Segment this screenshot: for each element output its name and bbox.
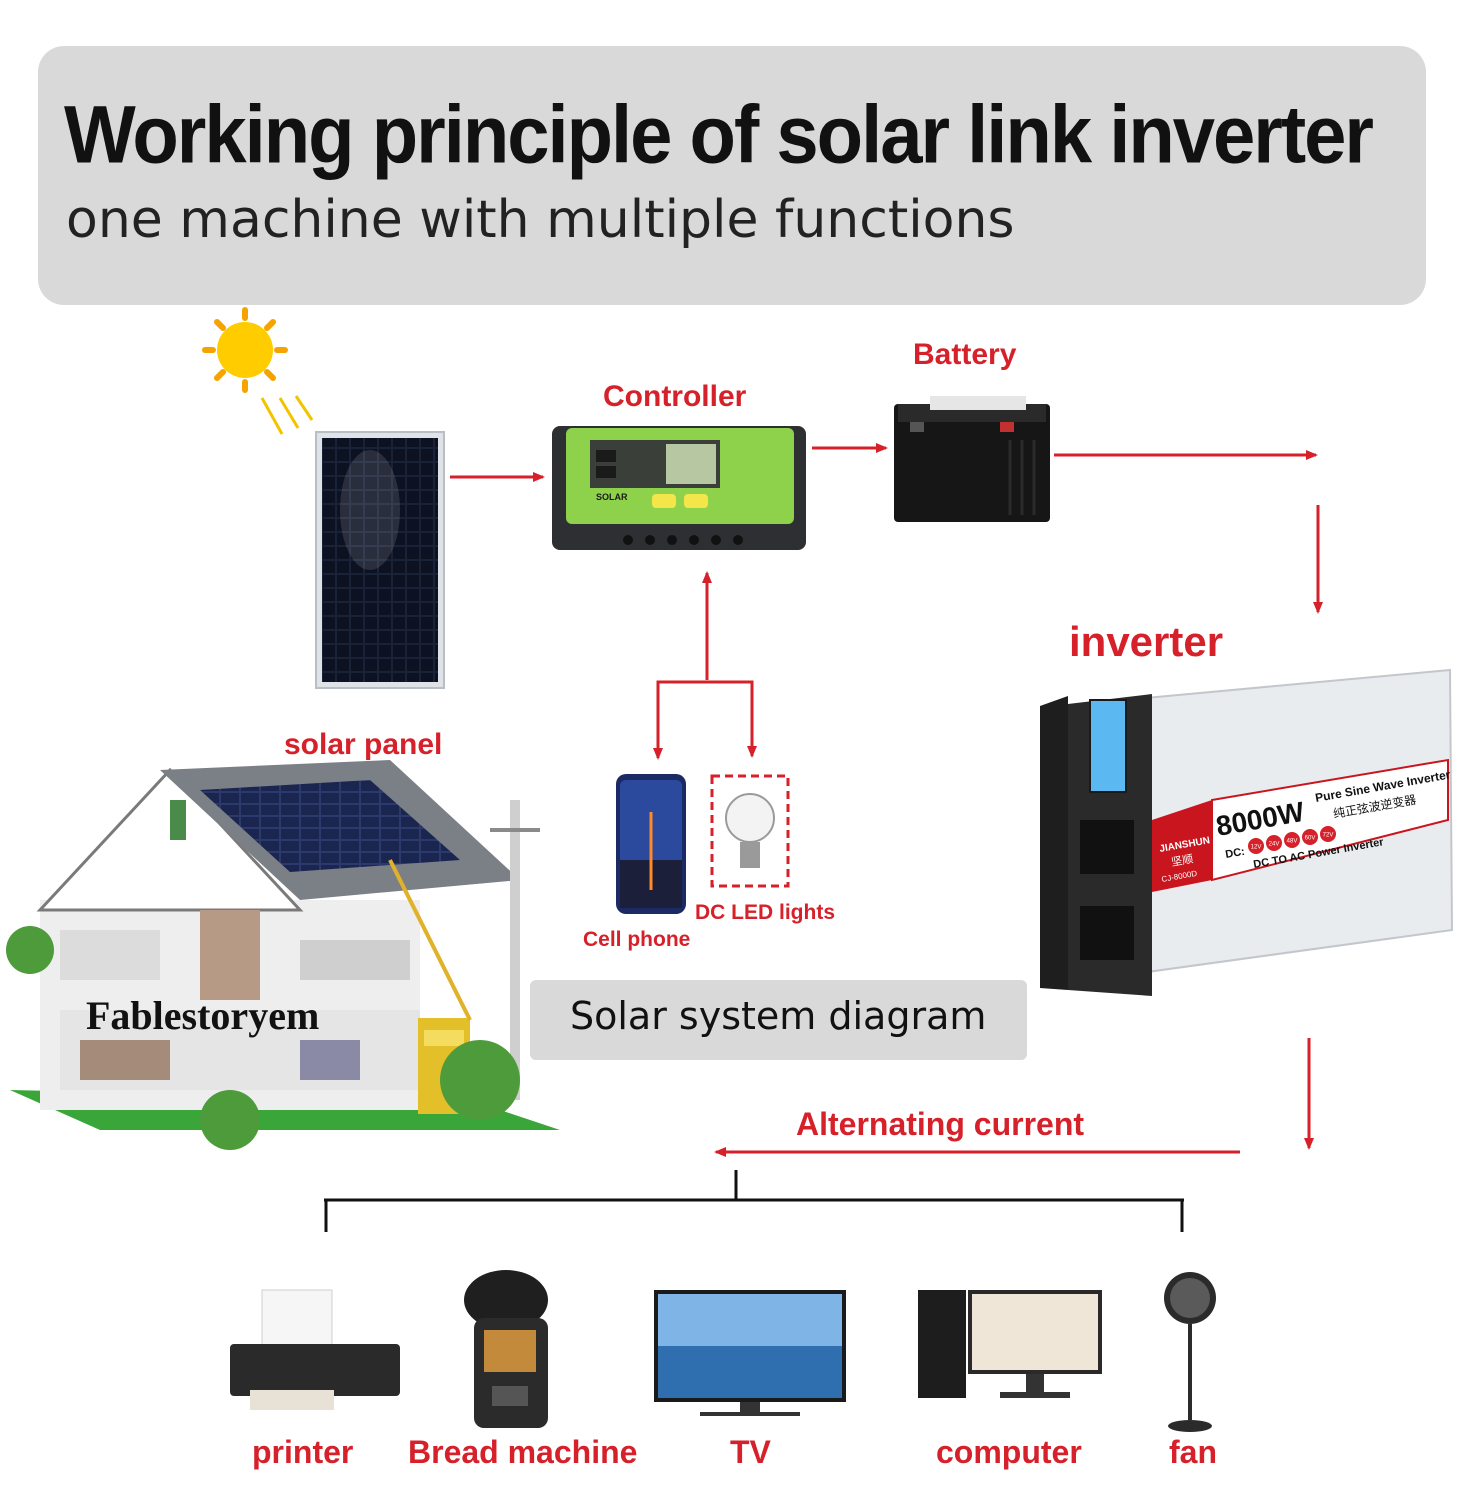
house-image xyxy=(10,760,560,1130)
solar-panel-image xyxy=(315,431,445,689)
voltage-badge-text: 72V xyxy=(1323,833,1334,839)
voltage-badge-text: 60V xyxy=(1305,836,1316,842)
voltage-badge xyxy=(1320,826,1336,842)
dc-led-bulb-image xyxy=(710,774,790,888)
controller-image: SOLAR xyxy=(552,426,806,550)
controller-label: Controller xyxy=(603,380,747,413)
printer-image xyxy=(230,1289,400,1410)
dc-led-lights-label: DC LED lights xyxy=(695,901,835,924)
diagram-caption: Solar system diagram xyxy=(570,994,987,1038)
voltage-badge-text: 48V xyxy=(1287,839,1298,845)
appliance-label-bread-machine: Bread machine xyxy=(408,1434,638,1470)
appliance-label-fan: fan xyxy=(1169,1434,1217,1470)
cell-phone-image xyxy=(616,774,686,914)
page-subtitle: one machine with multiple functions xyxy=(66,190,1015,250)
inverter-dc-prefix: DC: xyxy=(1224,846,1245,861)
appliance-label-computer: computer xyxy=(936,1434,1082,1470)
voltage-badge-text: 12V xyxy=(1251,845,1262,851)
flow-arrows xyxy=(450,443,1323,1157)
caption-box xyxy=(530,980,1027,1060)
watermark-text: Fablestoryem xyxy=(86,993,320,1038)
voltage-badge xyxy=(1248,838,1264,854)
inverter-image: JIANSHUN 坚顺 CJ-8000D 8000W Pure Sine Wav… xyxy=(1040,668,1454,996)
arrow-loads-branch xyxy=(656,680,757,758)
header-banner xyxy=(38,46,1426,305)
fan-image xyxy=(1164,1272,1216,1432)
voltage-badge xyxy=(1266,835,1282,851)
bread-machine-image xyxy=(464,1270,548,1428)
appliance-label-printer: printer xyxy=(252,1434,354,1470)
voltage-badge xyxy=(1302,829,1318,845)
house-bushes xyxy=(6,926,520,1150)
voltage-badge xyxy=(1284,832,1300,848)
voltage-badge-text: 24V xyxy=(1269,842,1280,848)
controller-brand: SOLAR xyxy=(596,492,628,502)
page-title: Working principle of solar link inverter xyxy=(64,89,1374,181)
computer-image xyxy=(918,1290,1102,1398)
cell-phone-label: Cell phone xyxy=(583,928,691,951)
battery-label: Battery xyxy=(913,338,1017,371)
sun-icon xyxy=(202,307,314,435)
inverter-voltage-badges: 12V 24V 48V 60V 72V xyxy=(1248,826,1336,854)
distribution-bracket xyxy=(324,1170,1184,1232)
solar-panel-label: solar panel xyxy=(284,728,443,761)
inverter-brand-cn: 坚顺 xyxy=(1170,852,1194,869)
tv-image xyxy=(654,1290,846,1416)
inverter-label: inverter xyxy=(1069,618,1224,665)
battery-image xyxy=(894,396,1050,522)
alternating-current-label: Alternating current xyxy=(796,1106,1085,1142)
appliance-label-tv: TV xyxy=(730,1434,771,1470)
